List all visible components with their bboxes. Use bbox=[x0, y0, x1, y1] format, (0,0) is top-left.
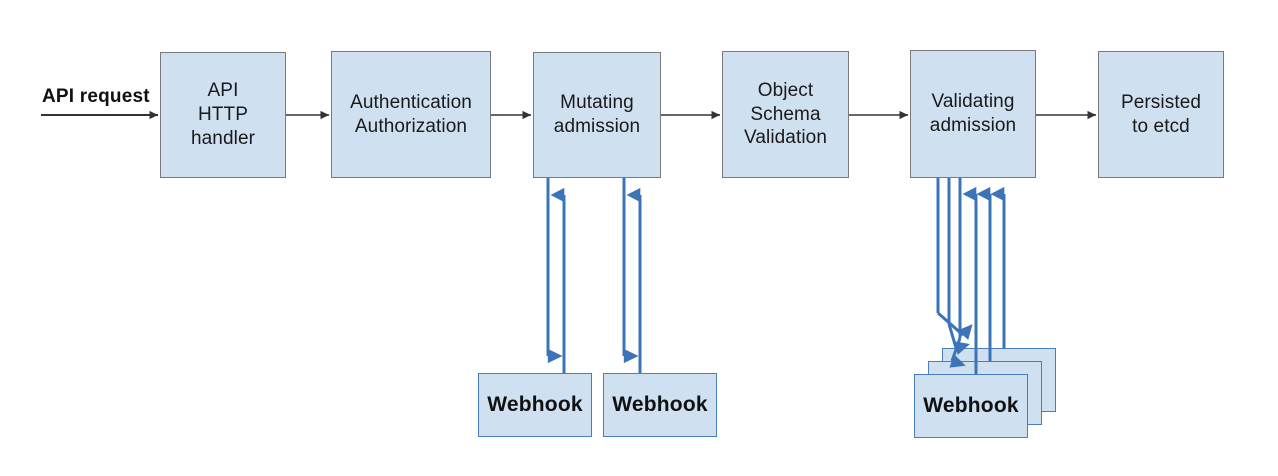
node-object-schema-validation[interactable]: Object Schema Validation bbox=[722, 51, 849, 178]
webhook-box-validating-stack-front[interactable]: Webhook bbox=[914, 374, 1028, 438]
webhook-box-mutating-1[interactable]: Webhook bbox=[478, 373, 592, 437]
node-object-schema-validation-label: Object Schema Validation bbox=[743, 79, 828, 149]
node-mutating-admission-label: Mutating admission bbox=[553, 92, 641, 137]
arrow-validating-call-webhook-1 bbox=[936, 178, 973, 340]
node-authentication-authorization[interactable]: Authentication Authorization bbox=[331, 51, 491, 178]
node-api-http-handler-label: API HTTP handler bbox=[190, 80, 256, 149]
webhook-box-mutating-1-label: Webhook bbox=[487, 393, 583, 416]
webhook-box-validating-stack-front-label: Webhook bbox=[923, 394, 1019, 417]
webhook-box-mutating-2-label: Webhook bbox=[612, 393, 708, 416]
node-validating-admission[interactable]: Validating admission bbox=[910, 50, 1036, 178]
node-api-http-handler[interactable]: API HTTP handler bbox=[160, 52, 286, 178]
node-mutating-admission[interactable]: Mutating admission bbox=[533, 52, 661, 178]
arrow-validating-call-webhook-2 bbox=[947, 178, 970, 355]
arrow-validating-call-webhook-3 bbox=[949, 178, 966, 368]
node-persisted-to-etcd-label: Persisted to etcd bbox=[1120, 91, 1202, 137]
node-validating-admission-label: Validating admission bbox=[929, 91, 1017, 136]
node-authentication-authorization-label: Authentication Authorization bbox=[350, 91, 472, 137]
webhook-box-mutating-2[interactable]: Webhook bbox=[603, 373, 717, 437]
node-persisted-to-etcd[interactable]: Persisted to etcd bbox=[1098, 51, 1224, 178]
api-request-label: API request bbox=[42, 86, 150, 107]
